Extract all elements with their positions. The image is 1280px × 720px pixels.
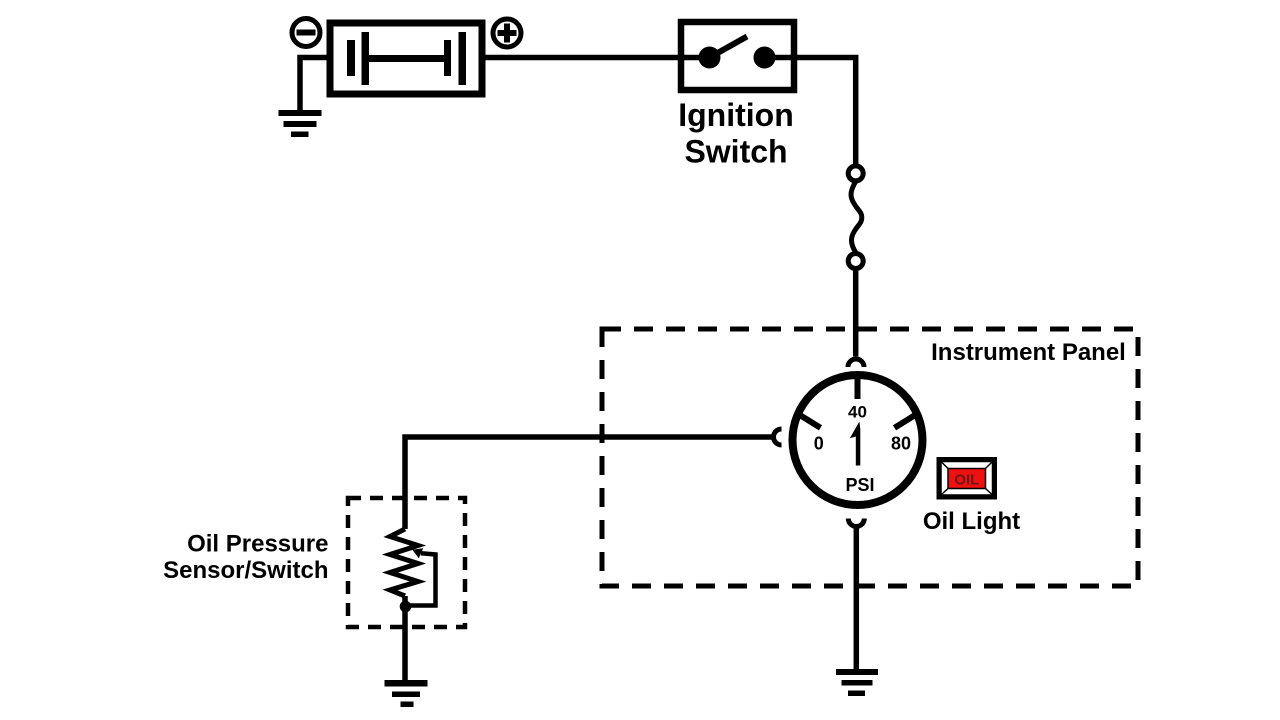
sensor-junction-dot (399, 600, 412, 613)
gauge-label-low: 0 (814, 434, 824, 454)
battery-cell-link (369, 55, 444, 62)
oil-light-lens (947, 467, 987, 490)
bevel-line-br (984, 487, 994, 496)
ground-bar-3 (848, 690, 865, 696)
ignition-switch-label-line1: Ignition (678, 97, 794, 133)
gauge-ticks (797, 379, 918, 431)
ground-bar-3 (400, 701, 414, 707)
oil-light-lens-text: OIL (954, 472, 979, 489)
gauge-needle (849, 421, 861, 466)
ignition-switch: Ignition Switch (677, 18, 798, 170)
ignition-switch-label-line2: Switch (684, 134, 787, 170)
battery-cells (347, 32, 466, 85)
ground-bar-2 (283, 121, 317, 127)
fuse-element (848, 180, 865, 254)
oil-light-label: Oil Light (923, 508, 1020, 535)
switch-contact-right (753, 46, 776, 69)
gauge-tick-low (797, 412, 823, 431)
battery-negative-terminal (289, 16, 323, 49)
battery-plate-short-left (347, 40, 355, 76)
gauge-connector-top (845, 356, 867, 368)
oil-light: OIL Oil Light (923, 457, 1020, 535)
ground-bar-1 (384, 680, 428, 687)
sensor-wiper-arrowhead (412, 548, 424, 559)
gauge-unit-label: PSI (845, 475, 874, 495)
battery-plate-tall-left (361, 32, 369, 85)
gauge-connector-bottom (845, 518, 867, 529)
instrument-panel-box (599, 326, 1141, 589)
sensor-label-line2: Sensor/Switch (163, 557, 328, 584)
ground-bar-2 (392, 691, 420, 697)
fuse-terminal-bottom (845, 251, 866, 271)
ground-symbol-battery (278, 110, 322, 137)
wire-gauge-to-sensor (402, 434, 774, 529)
oil-pressure-sensor: Oil Pressure Sensor/Switch (163, 495, 468, 630)
switch-contact-left (698, 46, 721, 69)
ground-bar-1 (836, 669, 878, 675)
fuse-terminal-top (845, 163, 866, 184)
sensor-label-line1: Oil Pressure (187, 531, 328, 558)
instrument-panel: Instrument Panel (599, 326, 1141, 589)
bevel-line-tr (984, 460, 994, 470)
bevel-line-bl (940, 487, 949, 496)
bevel-line-tl (940, 460, 949, 470)
gauge-connector-left (771, 426, 782, 448)
ground-symbol-gauge (836, 669, 878, 696)
wire-battery-negative-to-ground (297, 54, 330, 112)
instrument-panel-label: Instrument Panel (931, 339, 1126, 366)
sensor-wiper-path (406, 551, 438, 608)
battery-plate-tall-right (458, 32, 466, 85)
gauge-tick-high (892, 412, 918, 431)
gauge-label-high: 80 (891, 434, 911, 454)
fuse (845, 163, 866, 271)
sensor-box (345, 495, 468, 630)
ground-bar-1 (278, 110, 322, 116)
ground-bar-2 (841, 680, 873, 686)
oil-pressure-gauge: 40 0 80 PSI (771, 356, 927, 529)
battery-positive-terminal (490, 16, 524, 50)
battery (289, 16, 524, 98)
sensor-resistor (381, 526, 427, 599)
oil-light-bevel-lines (940, 460, 994, 496)
gauge-label-mid: 40 (848, 403, 867, 422)
ground-bar-3 (291, 131, 309, 137)
ground-symbol-sensor (384, 680, 428, 707)
battery-plate-short-right (444, 40, 451, 76)
